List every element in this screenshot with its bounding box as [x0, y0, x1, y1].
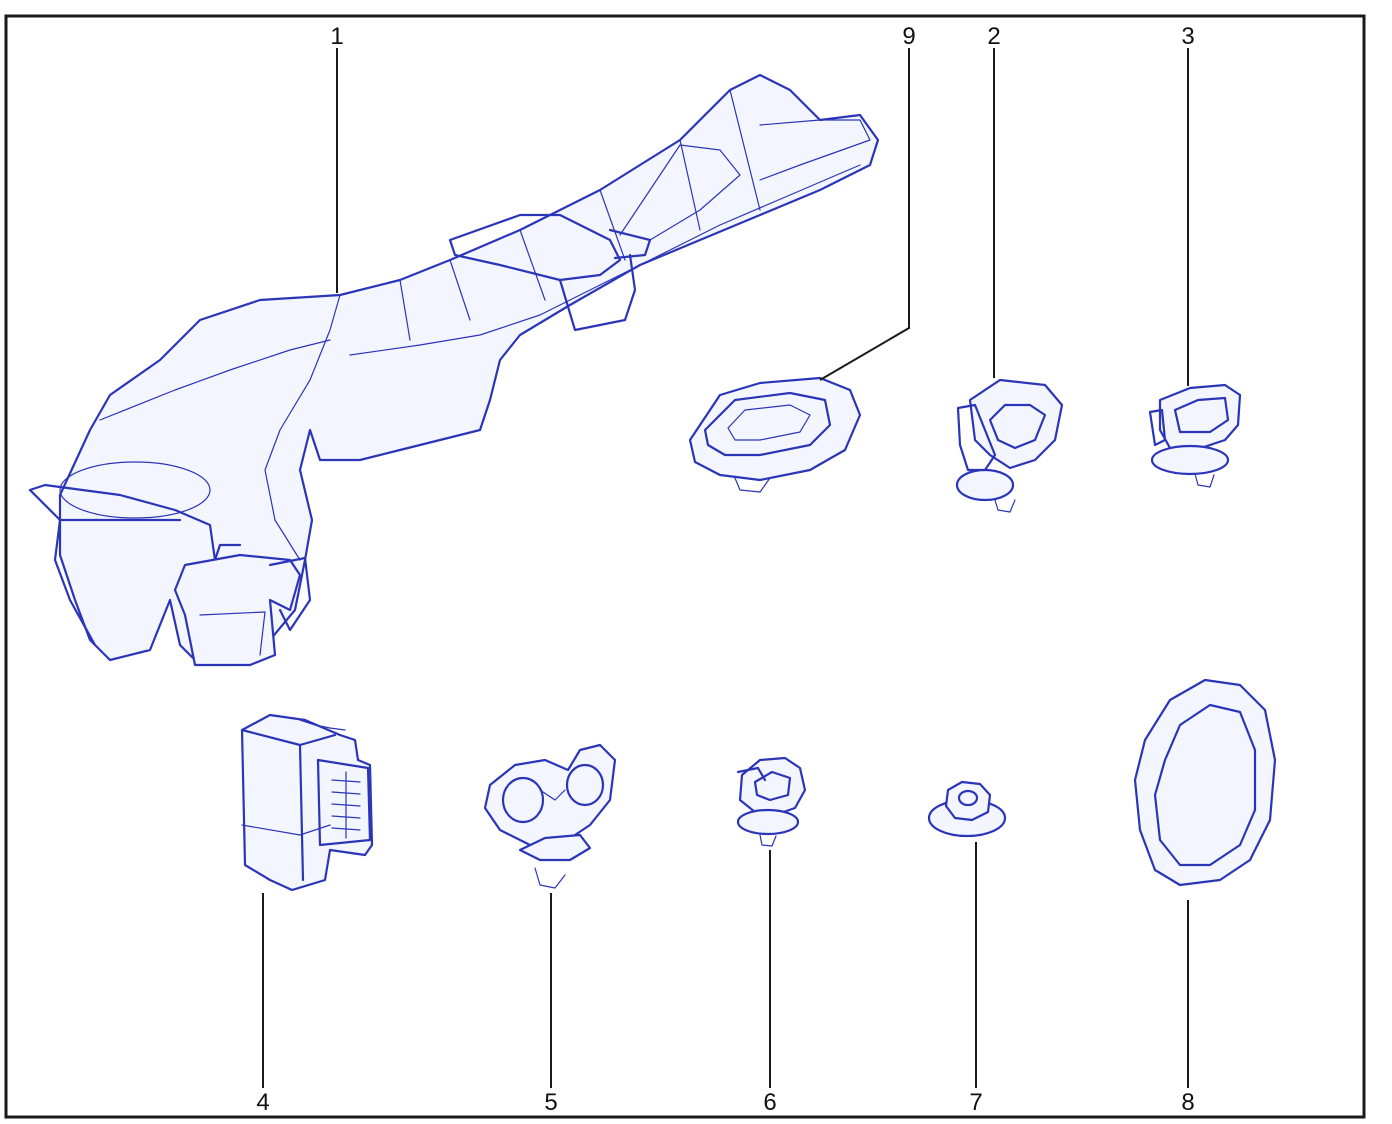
- callout-4: 4: [256, 1089, 269, 1116]
- callout-3: 3: [1181, 23, 1194, 50]
- part-2-oval-clip: [955, 378, 1064, 513]
- callout-7: 7: [969, 1089, 982, 1116]
- leader-9: [819, 48, 910, 381]
- part-6-small-cable-clip: [736, 756, 807, 847]
- callout-labels: 1 9 2 3 4 5 6 7 8: [256, 23, 1194, 1116]
- diagram-frame: [4, 14, 1366, 1119]
- callout-1: 1: [330, 23, 343, 50]
- callout-5: 5: [544, 1089, 557, 1116]
- callout-8: 8: [1181, 1089, 1194, 1116]
- callout-2: 2: [987, 23, 1000, 50]
- part-3-rectangular-clip: [1148, 383, 1242, 488]
- callout-9: 9: [902, 23, 915, 50]
- part-9-grommet: [688, 376, 862, 493]
- part-5-double-pipe-clip: [483, 743, 617, 889]
- part-8-oval-plug: [1133, 678, 1277, 887]
- leader-lines: [262, 48, 1189, 1088]
- part-4-connector-housing: [240, 713, 374, 892]
- callout-6: 6: [763, 1089, 776, 1116]
- part-7-flange-nut: [927, 780, 1007, 838]
- part-1-harness-channel: [28, 73, 880, 667]
